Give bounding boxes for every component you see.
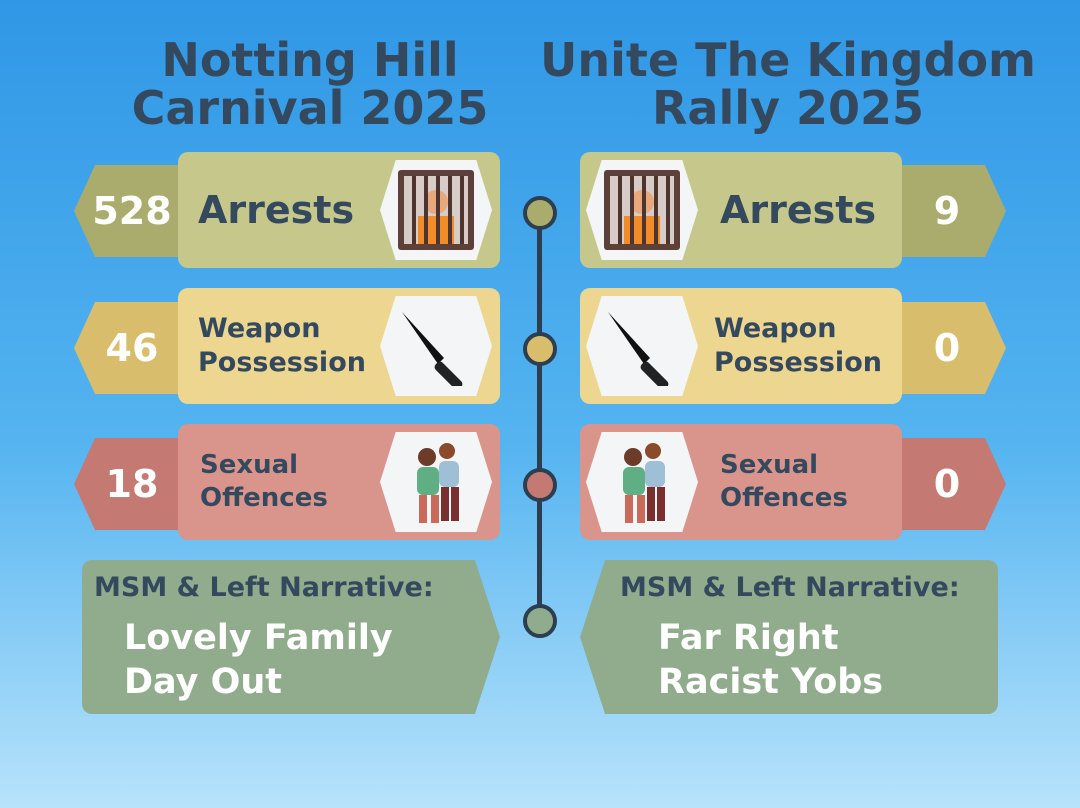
- right-narrative-line1: Far Right: [658, 618, 839, 658]
- assault-icon: [417, 443, 459, 523]
- right-jail-hex: [586, 160, 698, 260]
- left-sexual-label: Sexual Offences: [200, 424, 328, 540]
- left-arrests-count: 528: [92, 189, 172, 233]
- left-weapons-label: Weapon Possession: [198, 288, 366, 404]
- timeline-node-narrative: [523, 604, 557, 638]
- right-weapons-label-line2: Possession: [714, 347, 882, 378]
- jail-icon: [398, 170, 474, 250]
- right-sexual-label-line1: Sexual: [720, 450, 819, 480]
- timeline-node-weapons: [523, 332, 557, 366]
- left-knife-hex: [380, 296, 492, 396]
- right-sexual-count: 0: [933, 462, 961, 506]
- left-weapons-label-line1: Weapon: [198, 313, 321, 344]
- right-weapons-label-line1: Weapon: [714, 313, 837, 344]
- right-arrests-count: 9: [933, 189, 961, 233]
- right-sexual-label: Sexual Offences: [720, 424, 848, 540]
- right-heading-line2: Rally 2025: [651, 81, 925, 135]
- jail-icon: [604, 170, 680, 250]
- assault-icon: [623, 443, 665, 523]
- left-heading-line1: Notting Hill: [161, 33, 459, 87]
- right-knife-hex: [586, 296, 698, 396]
- right-narrative-line2: Racist Yobs: [658, 662, 884, 702]
- left-assault-hex: [380, 432, 492, 532]
- left-jail-hex: [380, 160, 492, 260]
- right-weapons-label: Weapon Possession: [714, 288, 882, 404]
- left-narrative-body: Lovely Family Day Out: [124, 616, 393, 704]
- left-narrative-head: MSM & Left Narrative:: [94, 572, 434, 603]
- right-narrative-head: MSM & Left Narrative:: [620, 572, 960, 603]
- right-heading: Unite The Kingdom Rally 2025: [538, 36, 1038, 132]
- left-narrative-line2: Day Out: [124, 662, 282, 702]
- left-heading: Notting Hill Carnival 2025: [60, 36, 560, 132]
- left-heading-line2: Carnival 2025: [131, 81, 489, 135]
- timeline-line: [537, 210, 542, 620]
- right-weapons-count: 0: [933, 326, 961, 370]
- knife-icon: [402, 312, 463, 386]
- right-assault-hex: [586, 432, 698, 532]
- right-heading-line1: Unite The Kingdom: [540, 33, 1036, 87]
- left-arrests-label: Arrests: [198, 152, 354, 268]
- right-narrative-body: Far Right Racist Yobs: [658, 616, 883, 704]
- knife-icon: [608, 312, 669, 386]
- right-sexual-label-line2: Offences: [720, 483, 848, 513]
- right-narrative-box: MSM & Left Narrative: Far Right Racist Y…: [580, 560, 998, 714]
- left-sexual-label-line1: Sexual: [200, 450, 299, 480]
- right-arrests-label: Arrests: [720, 152, 876, 268]
- left-narrative-box: MSM & Left Narrative: Lovely Family Day …: [82, 560, 500, 714]
- left-weapons-label-line2: Possession: [198, 347, 366, 378]
- left-weapons-count: 46: [105, 326, 159, 370]
- left-sexual-count: 18: [105, 462, 159, 506]
- left-sexual-label-line2: Offences: [200, 483, 328, 513]
- timeline-node-arrests: [523, 196, 557, 230]
- timeline-node-sexual: [523, 468, 557, 502]
- left-narrative-line1: Lovely Family: [124, 618, 393, 658]
- left-arrests-label-text: Arrests: [198, 188, 355, 232]
- right-arrests-label-text: Arrests: [720, 188, 877, 232]
